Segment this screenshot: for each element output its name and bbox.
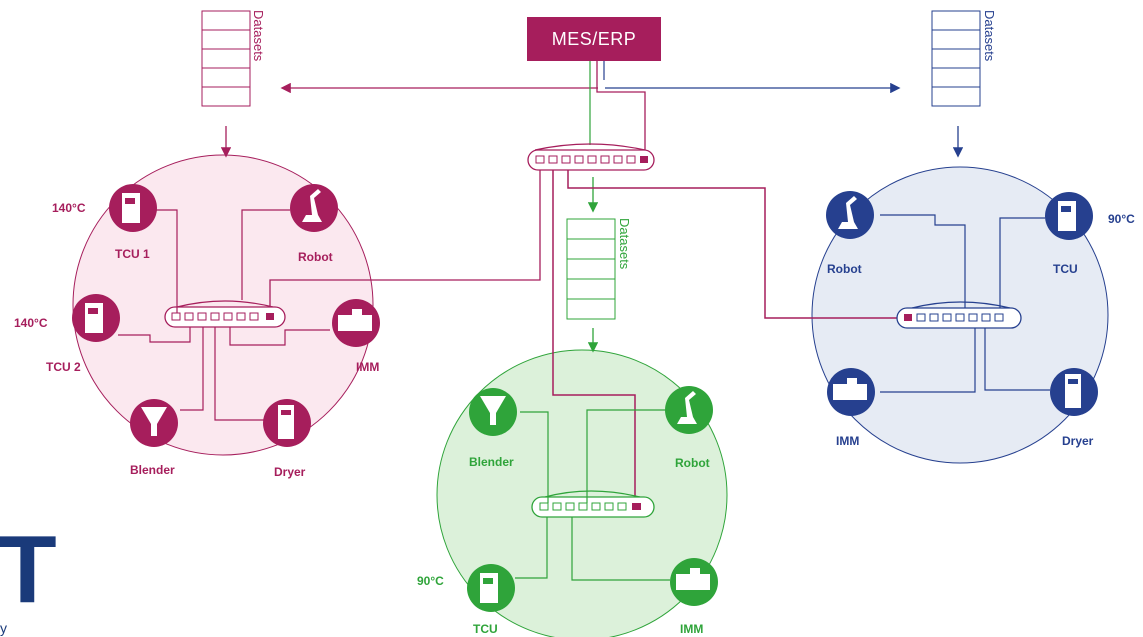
datasets-label-right: Datasets [982, 10, 997, 62]
left-cell-links [118, 209, 330, 421]
link-central-to-right [567, 170, 905, 319]
logo-letter: T [0, 516, 57, 623]
imm-icon [827, 368, 875, 416]
link-central-to-left [269, 170, 541, 307]
mes-erp-label: MES/ERP [551, 28, 637, 49]
datasets-middle [566, 218, 616, 320]
label-tcu-middle: TCU [473, 622, 498, 636]
label-tcu2: TCU 2 [46, 360, 81, 374]
tcu-icon [467, 564, 515, 612]
datasets-left [201, 10, 251, 107]
robot-icon [665, 386, 713, 434]
label-imm-right: IMM [836, 434, 860, 448]
label-dryer-left: Dryer [274, 465, 306, 479]
label-tcu-right: TCU [1053, 262, 1078, 276]
tcu-icon [109, 184, 157, 232]
dryer-icon [1050, 368, 1098, 416]
label-robot-left: Robot [298, 250, 333, 264]
right-cell-links [880, 214, 1050, 393]
robot-icon [826, 191, 874, 239]
robot-icon [290, 184, 338, 232]
temp-tcu1: 140°C [52, 201, 86, 215]
datasets-label-left: Datasets [251, 10, 266, 62]
label-blender-middle: Blender [469, 455, 514, 469]
tcu-icon [72, 294, 120, 342]
datasets-right [931, 10, 981, 107]
imm-icon [332, 299, 380, 347]
mes-link-magenta [596, 61, 646, 160]
dryer-icon [263, 399, 311, 447]
blender-icon [130, 399, 178, 447]
label-robot-right: Robot [827, 262, 862, 276]
middle-switch [531, 490, 655, 518]
datasets-label-middle: Datasets [617, 218, 632, 270]
label-robot-middle: Robot [675, 456, 710, 470]
central-switch [527, 143, 655, 171]
tcu-icon [1045, 192, 1093, 240]
label-blender-left: Blender [130, 463, 175, 477]
middle-cell-links [515, 409, 670, 581]
mes-erp-box: MES/ERP [527, 17, 661, 61]
link-central-to-middle [552, 170, 636, 505]
imm-icon [670, 558, 718, 606]
temp-tcu-middle: 90°C [417, 574, 444, 588]
label-dryer-right: Dryer [1062, 434, 1094, 448]
label-imm-middle: IMM [680, 622, 704, 636]
blender-icon [469, 388, 517, 436]
temp-tcu-right: 90°C [1108, 212, 1135, 226]
left-switch [164, 300, 286, 328]
temp-tcu2: 140°C [14, 316, 48, 330]
right-switch [896, 301, 1022, 329]
label-imm-left: IMM [356, 360, 380, 374]
label-tcu1: TCU 1 [115, 247, 150, 261]
logo-subtext: y [0, 620, 7, 636]
